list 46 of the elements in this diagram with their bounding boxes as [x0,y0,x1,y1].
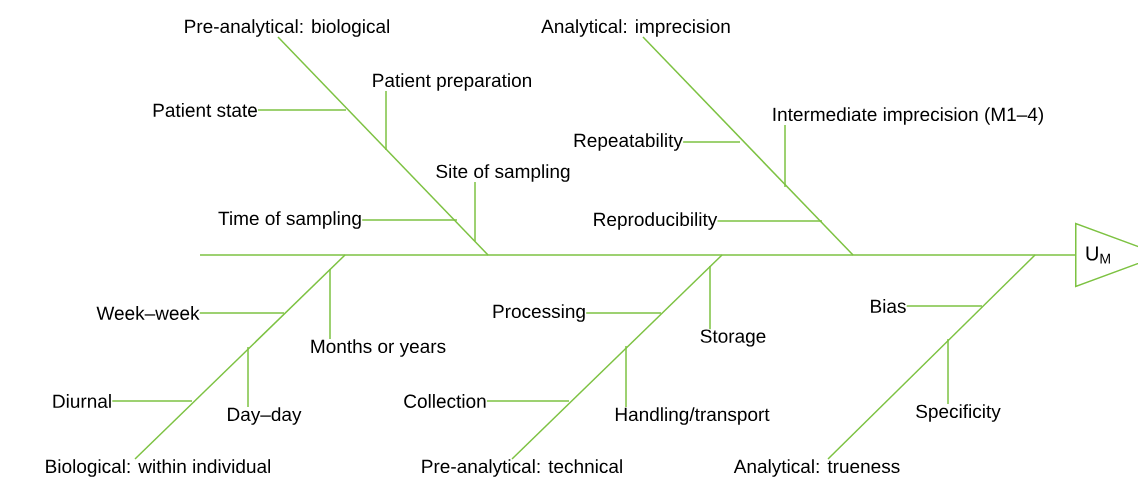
cause-label: Site of sampling [436,164,570,182]
branch-line [716,220,823,222]
branch-line [905,305,983,307]
bone-line [134,254,346,460]
branch-line [111,400,193,402]
branch-line [784,124,786,188]
branch-line [585,312,662,314]
category-label: Biological: within individual [46,459,270,477]
cause-label: Day–day [228,407,302,425]
branch-line [385,90,387,151]
category-label: Analytical: trueness [733,459,900,477]
branch-line [361,219,458,221]
cause-label: Months or years [311,339,446,357]
cause-label: Processing [493,304,585,322]
cause-label: Patient state [153,103,257,117]
cause-label: Collection [404,394,486,408]
cause-label: Week–week [96,306,200,320]
branch-line [709,265,711,330]
cause-label: Bias [871,299,906,313]
cause-label: Handling/transport [615,407,770,425]
branch-line [199,312,285,314]
branch-line [625,345,627,408]
branch-line [474,181,476,242]
cause-label: Repeatability [574,133,683,151]
category-label: Pre-analytical: technical [422,459,622,477]
bone-line [827,254,1036,460]
bone-line [277,36,489,256]
branch-line [247,346,249,408]
branch-line [947,338,949,405]
bone-line [511,254,723,460]
cause-label: Intermediate imprecision (M1–4) [773,107,1043,125]
cause-label: Storage [700,329,766,347]
effect-triangle: U$_{M}$ [1075,222,1138,288]
category-label: Pre-analytical: biological [185,19,389,37]
branch-line [329,268,331,340]
branch-line [486,400,570,402]
cause-label: Patient preparation [373,73,531,91]
cause-label: Time of sampling [218,211,361,229]
cause-label: Reproducibility [594,212,718,230]
branch-line [682,141,741,143]
category-label: Analytical: imprecision [541,19,730,37]
cause-label: Specificity [916,404,1001,422]
spine-line [199,254,1076,256]
branch-line [257,109,347,111]
bone-line [642,36,854,256]
cause-label: Diurnal [53,394,111,408]
